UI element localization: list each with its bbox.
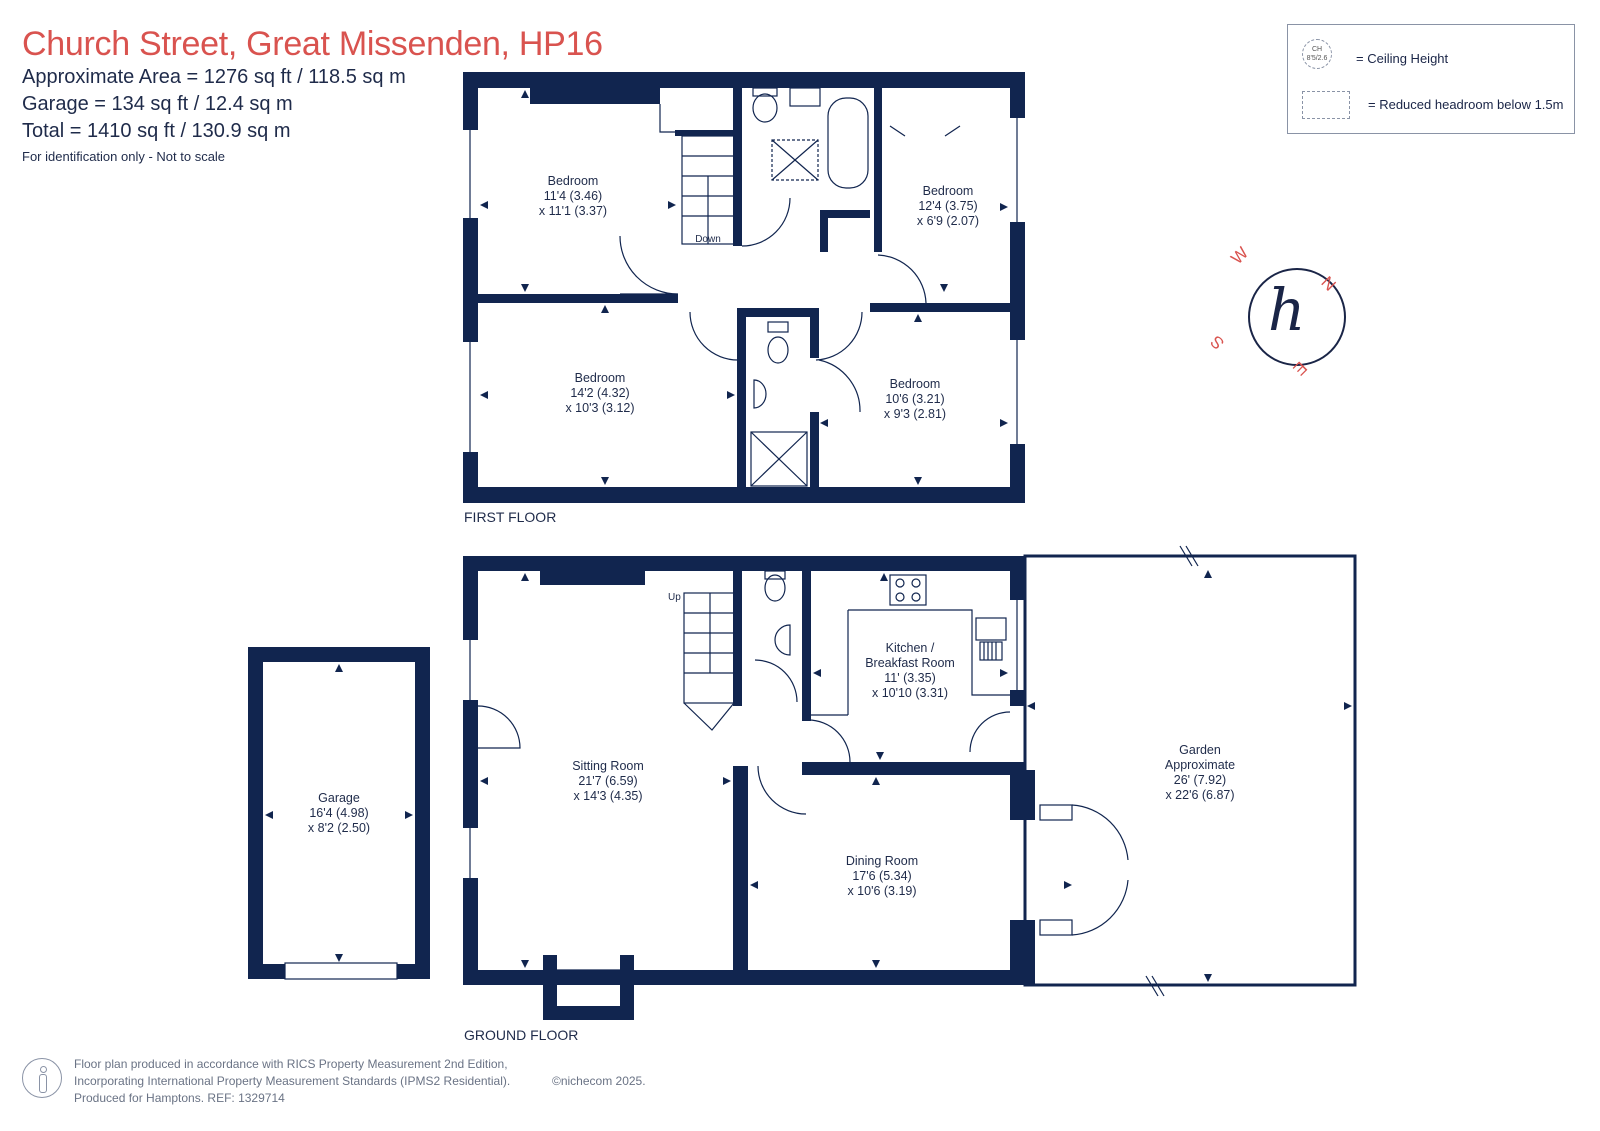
ceiling-height-label: = Ceiling Height (1356, 51, 1449, 66)
legend-box: CH 8'5/2.6 = Ceiling Height = Reduced he… (1287, 24, 1575, 134)
room-dimension: 14'2 (4.32) (570, 386, 629, 400)
room-name: Bedroom (923, 184, 974, 198)
wall (463, 487, 1025, 503)
compass: h W N S E (1207, 243, 1360, 379)
room-dimension: x 10'10 (3.31) (872, 686, 948, 700)
room-dimension: 17'6 (5.34) (852, 869, 911, 883)
room-dimension: x 22'6 (6.87) (1165, 788, 1234, 802)
ground-floor-plan: Up Garage 16'4 (4.98) x 8'2 (2.50) Sitti… (248, 545, 1357, 1043)
first-floor-plan: Down Bedroom 11'4 (3.46) x 11'1 (3.37) B… (463, 72, 1025, 525)
copyright: ©nichecom 2025. (552, 1074, 646, 1088)
first-floor-label: FIRST FLOOR (464, 509, 556, 525)
garden-boundary (1023, 554, 1357, 987)
room-name: Breakfast Room (865, 656, 955, 670)
room-name: Garden (1179, 743, 1221, 757)
stairs-up-label: Up (668, 592, 681, 603)
room-name: Bedroom (890, 377, 941, 391)
room-name: Sitting Room (572, 759, 644, 773)
room-dimension: x 9'3 (2.81) (884, 407, 946, 421)
room-name: Bedroom (575, 371, 626, 385)
garage-area: Garage = 134 sq ft / 12.4 sq m (22, 93, 293, 115)
room-name: Kitchen / (886, 641, 935, 655)
dimension-arrows (265, 570, 1352, 982)
stairs-down-label: Down (695, 234, 721, 245)
room-dimension: 10'6 (3.21) (885, 392, 944, 406)
garage-door (284, 962, 398, 980)
room-name: Bedroom (548, 174, 599, 188)
header: Church Street, Great Missenden, HP16 App… (22, 24, 603, 164)
room-name: Dining Room (846, 854, 918, 868)
dimension-arrows (480, 90, 1008, 485)
page-title: Church Street, Great Missenden, HP16 (22, 25, 603, 63)
room-name: Garage (318, 791, 360, 805)
brand-logo-icon: h (1268, 276, 1306, 344)
footer-line: Produced for Hamptons. REF: 1329714 (74, 1091, 285, 1105)
ch-symbol-top: CH (1311, 46, 1323, 53)
room-dimension: 12'4 (3.75) (918, 199, 977, 213)
room-dimension: x 10'6 (3.19) (847, 884, 916, 898)
room-dimension: 21'7 (6.59) (578, 774, 637, 788)
ch-symbol-bottom: 8'5/2.6 (1306, 55, 1328, 62)
room-name: Approximate (1165, 758, 1235, 772)
wall (463, 72, 1025, 88)
room-dimension: x 14'3 (4.35) (573, 789, 642, 803)
approximate-area: Approximate Area = 1276 sq ft / 118.5 sq… (22, 66, 406, 88)
room-dimension: 11' (3.35) (884, 671, 936, 685)
reduced-headroom-icon (1302, 91, 1350, 119)
room-dimension: 26' (7.92) (1174, 773, 1226, 787)
room-dimension: x 11'1 (3.37) (539, 204, 607, 218)
identification-note: For identification only - Not to scale (22, 149, 226, 164)
total-area: Total = 1410 sq ft / 130.9 sq m (22, 120, 291, 142)
room-dimension: 16'4 (4.98) (309, 806, 368, 820)
reduced-headroom-label: = Reduced headroom below 1.5m (1368, 97, 1564, 112)
compass-ring (1248, 268, 1346, 366)
info-person-icon (22, 1058, 62, 1098)
room-dimension: x 8'2 (2.50) (308, 821, 370, 835)
room-dimension: 11'4 (3.46) (544, 189, 602, 203)
room-dimension: x 10'3 (3.12) (565, 401, 634, 415)
footer-line: Floor plan produced in accordance with R… (74, 1057, 508, 1071)
footer-line: Incorporating International Property Mea… (74, 1074, 511, 1088)
ground-floor-label: GROUND FLOOR (464, 1027, 578, 1043)
room-dimension: x 6'9 (2.07) (917, 214, 979, 228)
footer-text: Floor plan produced in accordance with R… (74, 1056, 510, 1107)
ceiling-height-icon: CH 8'5/2.6 (1302, 39, 1332, 69)
